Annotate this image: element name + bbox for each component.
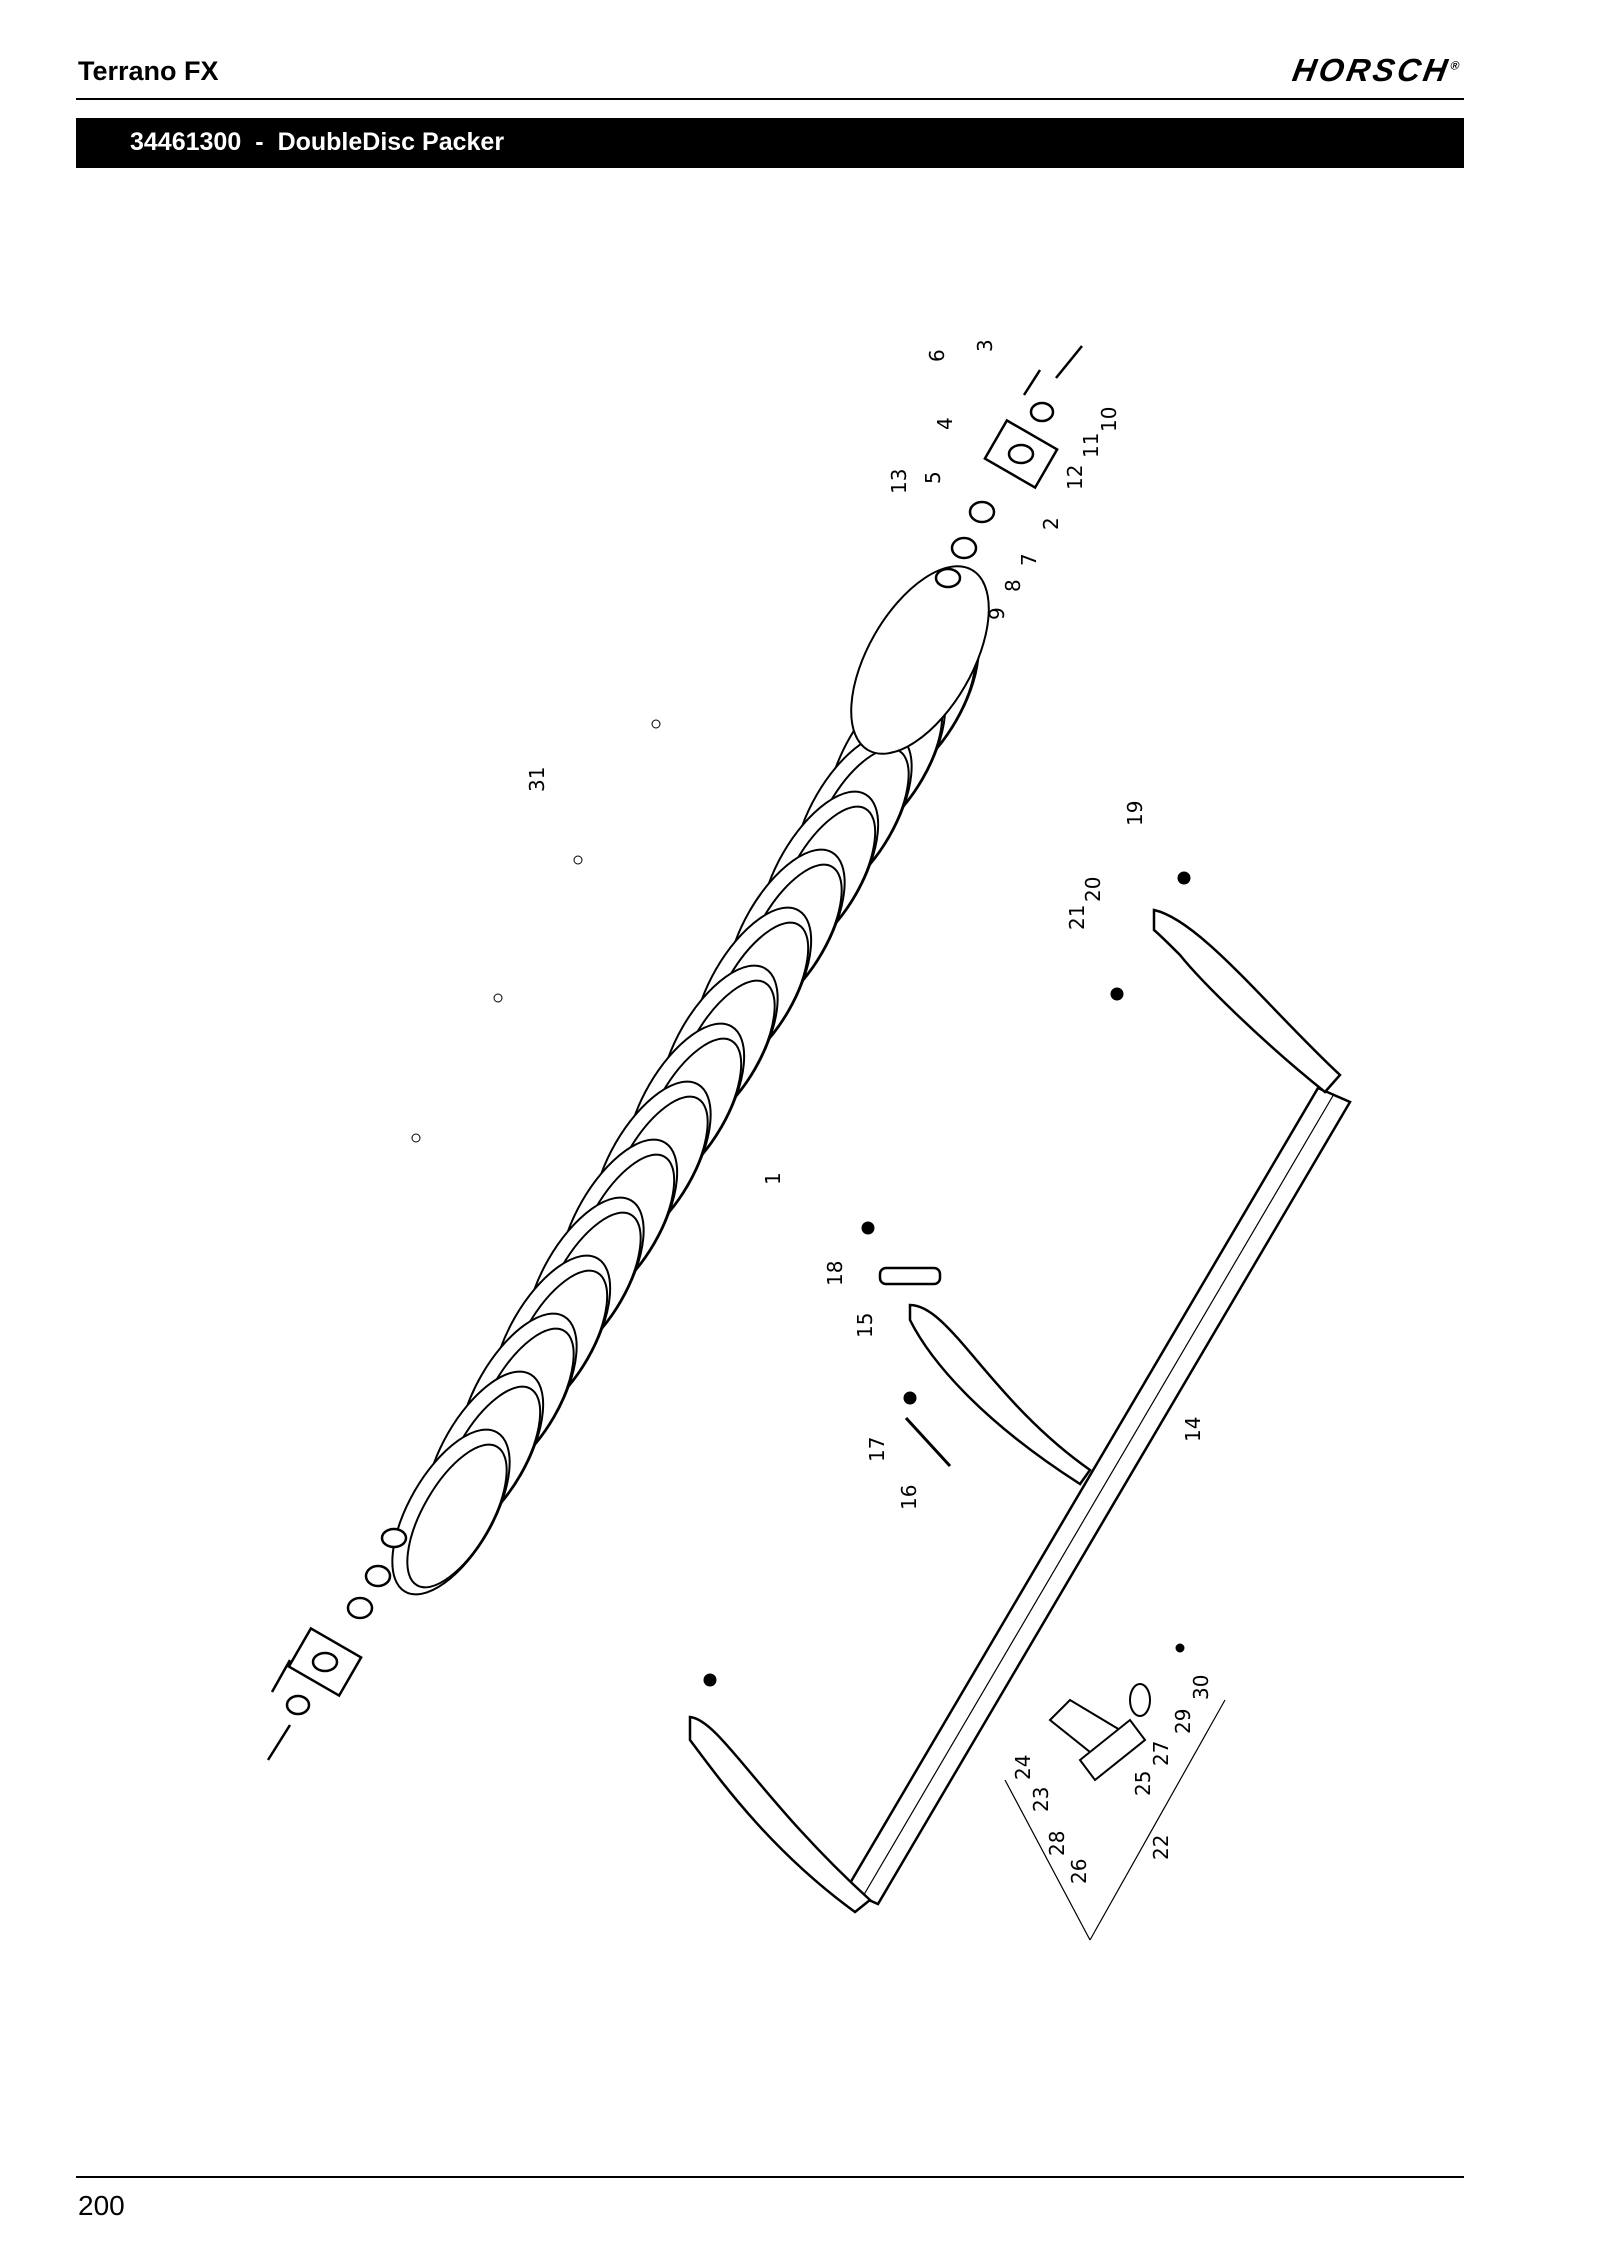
disc-end-plate [850, 565, 990, 755]
callout-8: 8 [1001, 579, 1025, 592]
packer-disc-rim [406, 1443, 508, 1589]
section-header-bar: 34461300-DoubleDisc Packer [76, 118, 1464, 168]
callout-labels: 1234567891011121314151617181920212223242… [525, 339, 1213, 1884]
small-parts [411, 719, 1191, 1687]
callout-27: 27 [1149, 1741, 1173, 1766]
clamp-plate [878, 1266, 942, 1286]
callout-10: 10 [1097, 407, 1121, 432]
callout-18: 18 [823, 1261, 847, 1286]
callout-11: 11 [1079, 433, 1103, 458]
part-number: 34461300 [130, 128, 242, 156]
callout-29: 29 [1171, 1709, 1195, 1734]
packer-discs [391, 565, 990, 1596]
frame-arm-middle [908, 1303, 1092, 1486]
callout-2: 2 [1039, 517, 1063, 530]
document-title: Terrano FX [78, 56, 219, 86]
section-title: 34461300-DoubleDisc Packer [130, 128, 504, 157]
frame-arm-left [688, 1715, 872, 1914]
callout-6: 6 [925, 349, 949, 362]
callout-31: 31 [525, 767, 549, 792]
part-name: DoubleDisc Packer [277, 128, 505, 156]
callout-28: 28 [1045, 1831, 1069, 1856]
callout-30: 30 [1189, 1675, 1213, 1700]
bearing-assembly-right [934, 345, 1083, 589]
page-number: 200 [78, 2190, 125, 2221]
callout-20: 20 [1081, 877, 1105, 902]
bearing-assembly-left [266, 1527, 408, 1761]
bracket-assembly [1004, 1683, 1226, 1941]
callout-21: 21 [1065, 905, 1089, 930]
title-separator: - [255, 128, 264, 156]
callout-26: 26 [1067, 1859, 1091, 1884]
callout-23: 23 [1029, 1787, 1053, 1812]
callout-22: 22 [1149, 1835, 1173, 1860]
callout-12: 12 [1063, 465, 1087, 490]
callout-5: 5 [921, 471, 945, 484]
footer-rule [76, 2176, 1464, 2178]
callout-15: 15 [853, 1313, 877, 1338]
callout-19: 19 [1123, 801, 1147, 826]
callout-4: 4 [933, 417, 957, 430]
callout-13: 13 [887, 469, 911, 494]
callout-16: 16 [897, 1485, 921, 1510]
header-rule [76, 98, 1464, 100]
packer-frame [688, 908, 1352, 1914]
callout-9: 9 [985, 607, 1009, 620]
callout-3: 3 [973, 339, 997, 352]
callout-25: 25 [1131, 1771, 1155, 1796]
callout-7: 7 [1017, 553, 1041, 566]
callout-24: 24 [1011, 1755, 1035, 1780]
frame-arm-right [1152, 908, 1342, 1094]
callout-1: 1 [761, 1172, 785, 1185]
callout-14: 14 [1181, 1417, 1205, 1442]
callout-17: 17 [865, 1437, 889, 1462]
